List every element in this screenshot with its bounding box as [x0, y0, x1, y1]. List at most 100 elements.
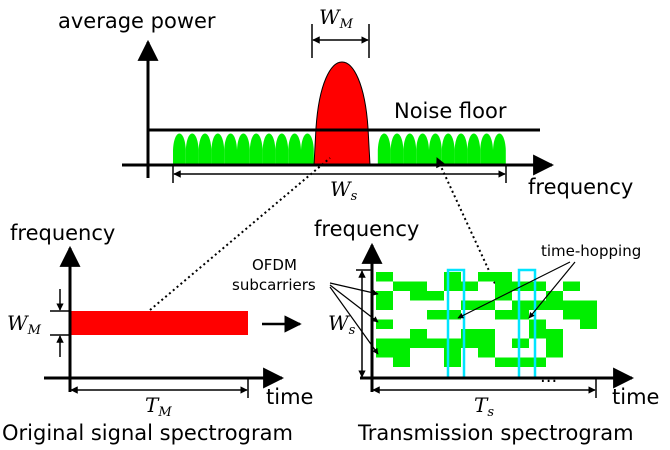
right-time-label: time [612, 385, 659, 409]
subcarrier-tile [580, 319, 597, 329]
subcarrier-tile [563, 281, 580, 291]
left-wm-label: WM [7, 311, 42, 338]
wm-top-label: WM [319, 5, 354, 32]
ofdm-label-line1: OFDM [252, 256, 297, 274]
subcarrier-tile [393, 281, 410, 291]
left-frequency-label: frequency [10, 221, 115, 245]
subcarrier-lobe [301, 133, 314, 165]
subcarrier-tile [529, 281, 546, 291]
original-signal-band [70, 311, 248, 335]
average-power-label: average power [58, 9, 216, 33]
subcarrier-tile [478, 338, 495, 348]
tm-label: TM [145, 393, 172, 420]
ofdm-label-line2: subcarriers [232, 276, 316, 294]
subcarrier-tile [393, 338, 410, 348]
subcarrier-tile [512, 338, 529, 348]
subcarrier-tile [546, 300, 563, 310]
subcarrier-lobe [429, 133, 442, 165]
subcarrier-tile [427, 291, 444, 301]
subcarrier-tile [393, 357, 410, 367]
subcarrier-tile [427, 338, 444, 348]
original-spectrogram-caption: Original signal spectrogram [2, 421, 293, 445]
subcarrier-lobe [185, 133, 199, 165]
subcarrier-tile [376, 319, 393, 329]
subcarrier-lobe [454, 133, 468, 165]
subcarrier-tile [461, 329, 478, 339]
subcarrier-tile [410, 338, 427, 348]
subcarrier-tile [410, 291, 427, 301]
subcarrier-lobe [249, 133, 263, 165]
subcarrier-tile [529, 357, 546, 367]
subcarrier-lobe [403, 133, 417, 165]
mapping-line-subcarriers [436, 157, 498, 289]
right-ws-label: Ws [328, 311, 356, 338]
subcarrier-lobe [493, 133, 506, 165]
subcarrier-tile [512, 310, 529, 320]
subcarrier-tile [546, 348, 563, 358]
subcarrier-lobe [262, 133, 276, 165]
subcarrier-tile [461, 338, 478, 348]
time-ellipsis: ... [540, 366, 557, 387]
subcarrier-tile [376, 338, 393, 348]
subcarrier-tile [393, 348, 410, 358]
subcarrier-lobe [416, 133, 429, 165]
frequency-x-label: frequency [528, 175, 633, 199]
subcarrier-tile [495, 272, 512, 282]
subcarrier-tile [376, 300, 393, 310]
subcarrier-tile [529, 319, 546, 329]
subcarrier-tile [461, 281, 478, 291]
transmission-spectrogram-caption: Transmission spectrogram [357, 421, 634, 445]
subcarrier-lobes [173, 133, 506, 165]
ofdm-pointer-2 [329, 284, 379, 323]
subcarrier-lobe [480, 133, 493, 165]
subcarrier-tile [529, 329, 546, 339]
subcarrier-tile [495, 310, 512, 320]
subcarrier-tile [410, 329, 427, 339]
right-frequency-label: frequency [314, 217, 419, 241]
subcarrier-tile [529, 300, 546, 310]
subcarrier-lobe [467, 133, 481, 165]
transmission-spectrogram: frequency time ... Ws Ts OFDM subcarrier… [232, 217, 659, 445]
subcarrier-tile [546, 329, 563, 339]
subcarrier-tile [563, 310, 580, 320]
subcarrier-tile [580, 300, 597, 310]
subcarrier-tile [495, 357, 512, 367]
ts-label: Ts [474, 393, 494, 420]
subcarrier-lobe [377, 133, 391, 165]
subcarrier-lobe [173, 133, 186, 165]
subcarrier-tile [512, 300, 529, 310]
subcarrier-tile [478, 300, 495, 310]
subcarrier-tile [444, 310, 461, 320]
subcarrier-tile [444, 338, 461, 348]
left-time-label: time [266, 385, 313, 409]
noise-floor-label: Noise floor [394, 99, 507, 123]
subcarrier-tile [444, 348, 461, 358]
subcarrier-lobe [390, 133, 404, 165]
mapping-line-signal [149, 157, 331, 311]
subcarrier-tile [563, 300, 580, 310]
subcarrier-tile [376, 272, 393, 282]
subcarrier-tile [478, 272, 495, 282]
hopping-pointer-1 [457, 261, 571, 319]
time-hopping-label: time-hopping [541, 242, 641, 260]
subcarrier-tile [444, 272, 461, 282]
subcarrier-lobe [224, 133, 237, 165]
subcarrier-tile [546, 291, 563, 301]
subcarrier-tile [512, 357, 529, 367]
original-spectrogram: frequency time WM TM Original signal spe… [2, 221, 313, 445]
subcarrier-lobe [275, 133, 289, 165]
subcarrier-tile [376, 348, 393, 358]
subcarrier-tile [410, 281, 427, 291]
power-spectrum-plot: average power Noise floor frequency WM W… [58, 5, 633, 204]
subcarrier-lobe [237, 133, 250, 165]
subcarrier-tile [478, 329, 495, 339]
subcarrier-lobe [198, 133, 212, 165]
subcarrier-lobe [288, 133, 301, 165]
hopping-pointer-2 [528, 261, 576, 319]
subcarrier-tile [580, 310, 597, 320]
ws-top-label: Ws [330, 177, 358, 204]
ofdm-pointer-3 [329, 286, 379, 355]
subcarrier-lobe [441, 133, 455, 165]
subcarrier-tile [478, 348, 495, 358]
